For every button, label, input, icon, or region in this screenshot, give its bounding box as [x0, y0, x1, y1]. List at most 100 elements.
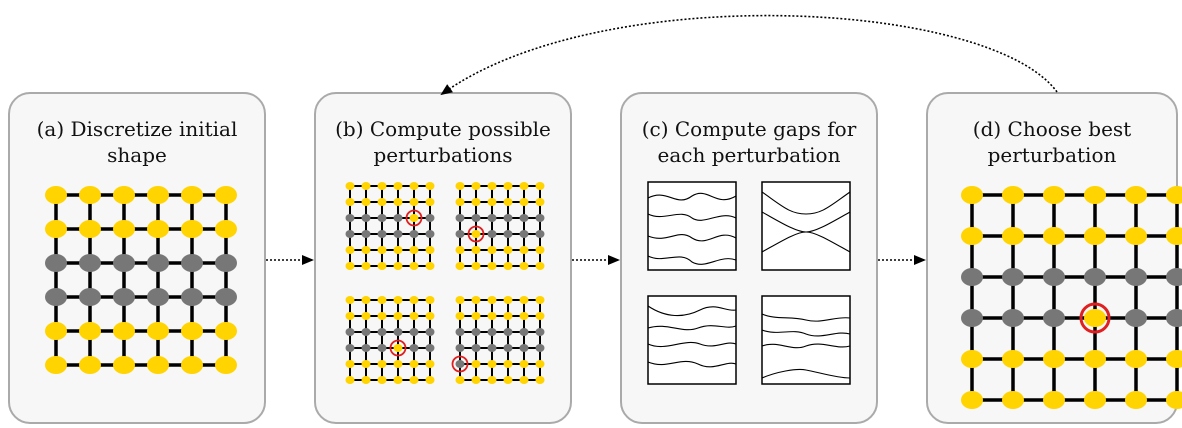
lattice-node-yellow: [377, 360, 387, 368]
lattice-node-yellow: [455, 312, 465, 320]
lattice-node-gray: [345, 214, 355, 222]
lattice-node-yellow: [519, 360, 529, 368]
lattice-node-yellow: [45, 186, 67, 204]
lattice-node-yellow: [1084, 227, 1106, 245]
lattice-node-yellow: [471, 376, 481, 384]
lattice-node-yellow: [361, 182, 371, 190]
lattice-node-yellow: [113, 186, 135, 204]
lattice-node-yellow: [147, 356, 169, 374]
lattice-node-gray: [455, 328, 465, 336]
selected-node-ring: [451, 355, 469, 373]
lattice-node-yellow: [455, 198, 465, 206]
lattice-node-yellow: [345, 198, 355, 206]
lattice-node-gray: [393, 328, 403, 336]
lattice-node-gray: [393, 230, 403, 238]
lattice-node-yellow: [345, 312, 355, 320]
lattice-node-yellow: [487, 246, 497, 254]
lattice-node-yellow: [471, 360, 481, 368]
lattice-node-gray: [425, 230, 435, 238]
lattice-node-gray: [471, 344, 481, 352]
feedback-loop-arrow: [440, 14, 1058, 96]
lattice-node-yellow: [487, 182, 497, 190]
lattice-node-yellow: [487, 312, 497, 320]
lattice-node-yellow: [1002, 227, 1024, 245]
lattice-node-yellow: [393, 312, 403, 320]
lattice-node-gray: [455, 344, 465, 352]
lattice-node-yellow: [1166, 186, 1182, 204]
lattice-node-yellow: [409, 312, 419, 320]
panel-title-line1: (d) Choose best: [972, 117, 1132, 141]
lattice-node-yellow: [393, 344, 403, 352]
lattice-node-yellow: [113, 356, 135, 374]
lattice-node-yellow: [113, 220, 135, 238]
lattice-node-yellow: [377, 376, 387, 384]
lattice-node-yellow: [215, 322, 237, 340]
lattice-node-gray: [409, 230, 419, 238]
panel-title-line2: perturbation: [987, 143, 1117, 167]
lattice-node-gray: [1002, 268, 1024, 286]
lattice-node-gray: [519, 328, 529, 336]
lattice-node-gray: [377, 214, 387, 222]
lattice-node-yellow: [535, 182, 545, 190]
lattice-node-gray: [377, 328, 387, 336]
lattice-node-gray: [377, 230, 387, 238]
lattice-node-yellow: [1084, 350, 1106, 368]
lattice-node-yellow: [79, 220, 101, 238]
panel-title-line1: (a) Discretize initial: [36, 117, 238, 141]
selected-node-ring: [467, 225, 485, 243]
lattice-node-gray: [535, 214, 545, 222]
lattice-node-gray: [455, 214, 465, 222]
lattice-node-yellow: [519, 246, 529, 254]
lattice-node-yellow: [409, 198, 419, 206]
lattice-node-gray: [487, 230, 497, 238]
lattice-node-yellow: [425, 312, 435, 320]
lattice-node-yellow: [519, 262, 529, 270]
lattice-node-gray: [1043, 309, 1065, 327]
lattice-node-yellow: [535, 312, 545, 320]
lattice-node-gray: [113, 288, 135, 306]
selected-node-ring: [405, 209, 423, 227]
lattice-node-gray: [393, 214, 403, 222]
selected-node-ring: [1079, 302, 1111, 334]
lattice-node-yellow: [345, 296, 355, 304]
lattice-node-yellow: [1043, 391, 1065, 409]
lattice-node-yellow: [393, 262, 403, 270]
lattice-node-gray: [503, 328, 513, 336]
lattice-node-yellow: [1002, 186, 1024, 204]
lattice-node-yellow: [1002, 391, 1024, 409]
lattice-node-yellow: [503, 312, 513, 320]
lattice-node-gray: [455, 230, 465, 238]
lattice-node-gray: [361, 214, 371, 222]
lattice-node-yellow: [409, 360, 419, 368]
lattice-node-gray: [345, 230, 355, 238]
lattice-node-gray: [1125, 268, 1147, 286]
lattice-node-yellow: [215, 186, 237, 204]
lattice-node-gray: [215, 254, 237, 272]
lattice-node-yellow: [503, 296, 513, 304]
lattice-node-yellow: [519, 182, 529, 190]
lattice-node-yellow: [455, 262, 465, 270]
lattice-node-yellow: [409, 376, 419, 384]
lattice-node-gray: [113, 254, 135, 272]
selected-node-ring: [389, 339, 407, 357]
lattice-node-yellow: [961, 350, 983, 368]
lattice-node-yellow: [455, 182, 465, 190]
lattice-node-yellow: [345, 182, 355, 190]
lattice-node-gray: [181, 254, 203, 272]
lattice-node-yellow: [1166, 391, 1182, 409]
lattice-node-yellow: [425, 360, 435, 368]
lattice-node-yellow: [409, 262, 419, 270]
lattice-node-gray: [535, 344, 545, 352]
lattice-node-gray: [409, 344, 419, 352]
lattice-node-yellow: [1084, 309, 1106, 327]
lattice-perturbation-4: [451, 296, 545, 384]
lattice-node-gray: [79, 288, 101, 306]
lattice-node-yellow: [409, 182, 419, 190]
lattice-node-yellow: [361, 312, 371, 320]
lattice-node-yellow: [487, 296, 497, 304]
lattice-node-yellow: [345, 246, 355, 254]
lattice-node-yellow: [503, 198, 513, 206]
gap-plot-1: [647, 181, 737, 271]
lattice-node-gray: [519, 344, 529, 352]
lattice-node-yellow: [503, 360, 513, 368]
